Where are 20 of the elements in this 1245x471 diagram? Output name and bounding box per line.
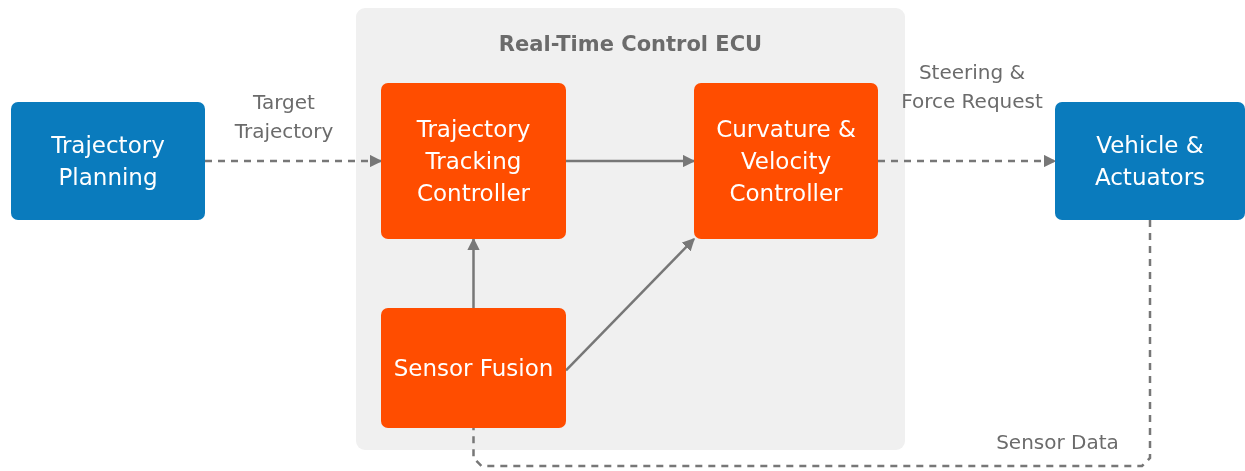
process-box bbox=[11, 102, 205, 220]
controller-box bbox=[381, 83, 566, 239]
box-label: Sensor Fusion bbox=[392, 354, 555, 383]
edge-label: Sensor Data bbox=[995, 429, 1120, 456]
edge-label: Target Trajectory bbox=[233, 89, 335, 145]
group-title: Real-Time Control ECU bbox=[497, 31, 764, 58]
edge-label: Steering & Force Request bbox=[900, 59, 1044, 115]
box-label: Vehicle & Actuators bbox=[1093, 131, 1207, 192]
box-label: Curvature & Velocity Controller bbox=[715, 115, 857, 208]
box-label: Trajectory Tracking Controller bbox=[415, 115, 532, 208]
process-box bbox=[1055, 102, 1245, 220]
ecu-container bbox=[356, 8, 905, 450]
dashed-arrow bbox=[878, 154, 1057, 168]
dashed-arrow bbox=[205, 154, 383, 168]
box-label: Trajectory Planning bbox=[50, 131, 166, 192]
controller-box bbox=[381, 308, 566, 428]
controller-box bbox=[694, 83, 878, 239]
arrow bbox=[467, 237, 480, 308]
arrow bbox=[566, 154, 696, 168]
arrow bbox=[565, 238, 695, 372]
